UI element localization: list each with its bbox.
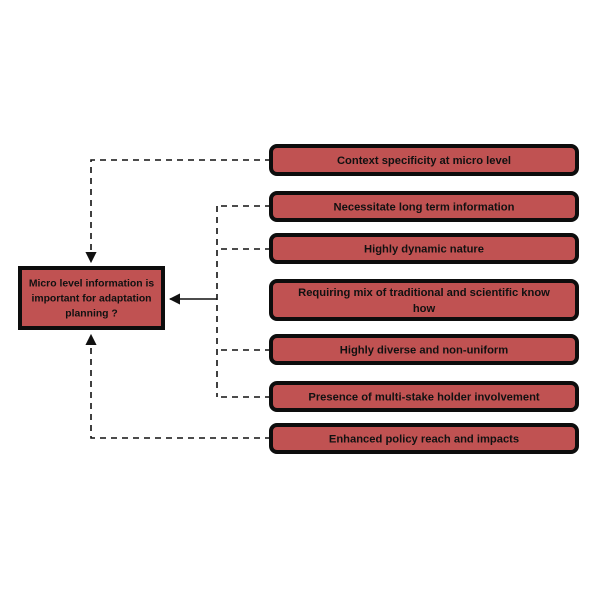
factor-node-box[interactable] [269, 279, 579, 321]
factor-node-label: Enhanced policy reach and impacts [329, 433, 519, 445]
factor-node-policy-reach-impacts[interactable]: Enhanced policy reach and impacts [269, 423, 579, 454]
root-node-label-line2: important for adaptation [31, 294, 151, 305]
factor-node-label: Requiring mix of traditional and scienti… [298, 287, 550, 299]
factor-node-box[interactable] [269, 191, 579, 222]
factor-node-label-line2: how [413, 303, 436, 315]
root-node-label-line1: Micro level information is [29, 279, 155, 290]
factor-node-box[interactable] [269, 423, 579, 454]
root-node-root[interactable]: Micro level information is important for … [18, 266, 165, 330]
factor-node-traditional-scientific-know-how[interactable]: Requiring mix of traditional and scienti… [269, 279, 579, 321]
nodes-layer: Context specificity at micro levelNecess… [18, 144, 579, 454]
factor-node-label: Presence of multi-stake holder involveme… [308, 391, 540, 403]
factor-node-long-term-information[interactable]: Necessitate long term information [269, 191, 579, 222]
connector-context-specificity-to-root [85, 159, 271, 264]
root-node-label-line3: planning ? [65, 309, 118, 320]
factor-node-label: Highly diverse and non-uniform [340, 344, 508, 356]
factor-node-box[interactable] [269, 334, 579, 365]
factor-node-box[interactable] [269, 381, 579, 412]
factor-node-multi-stake-holder[interactable]: Presence of multi-stake holder involveme… [269, 381, 579, 412]
factor-node-label: Necessitate long term information [334, 201, 515, 213]
factor-node-highly-dynamic-nature[interactable]: Highly dynamic nature [269, 233, 579, 264]
factor-node-label: Context specificity at micro level [337, 155, 511, 167]
factor-node-label: Highly dynamic nature [364, 243, 484, 255]
connector-policy-reach-impacts-to-root [85, 333, 271, 439]
factor-node-box[interactable] [269, 233, 579, 264]
connectors-layer [85, 159, 271, 439]
factor-node-box[interactable] [269, 144, 579, 176]
factor-node-diverse-non-uniform[interactable]: Highly diverse and non-uniform [269, 334, 579, 365]
root-node-box[interactable] [18, 266, 165, 330]
factor-node-context-specificity[interactable]: Context specificity at micro level [269, 144, 579, 176]
